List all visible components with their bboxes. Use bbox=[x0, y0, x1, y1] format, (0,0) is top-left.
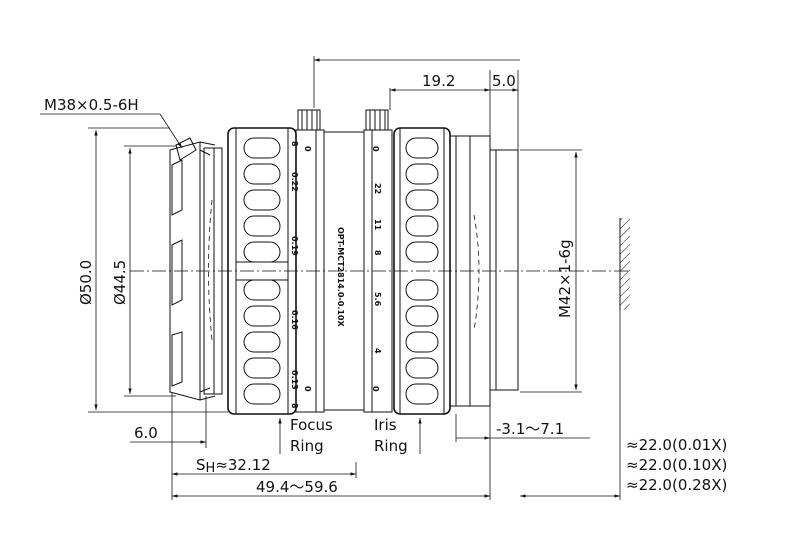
iris-mark-top: 0 bbox=[371, 146, 380, 152]
c-mount-thread bbox=[489, 149, 519, 391]
focus-ring-label-2: Ring bbox=[290, 437, 324, 455]
iris-ring-label-2: Ring bbox=[374, 437, 408, 455]
top-dimensions: 19.2 5.0 bbox=[313, 56, 520, 150]
dim-19-2: 19.2 bbox=[422, 72, 455, 90]
dia-44-5-label: Ø44.5 bbox=[111, 260, 129, 305]
thread-m38-label: M38×0.5-6H bbox=[44, 96, 139, 114]
focus-ring bbox=[227, 127, 297, 415]
thread-m42-label: M42×1-6g bbox=[556, 239, 574, 318]
dim-6-0: 6.0 bbox=[134, 424, 158, 442]
focus-scale-band: 8 0 0.22 0.19 0.16 0.13 0 8 bbox=[290, 109, 325, 413]
dim-length: 49.4～59.6 bbox=[256, 478, 338, 496]
lens-body: 8 0 0.22 0.19 0.16 0.13 0 8 OPT-MCT2814.… bbox=[169, 109, 519, 415]
iris-mark-bottom: 0 bbox=[371, 386, 380, 392]
iris-scale-band: 0 22 11 8 5.6 4 0 bbox=[363, 109, 393, 413]
working-distance-0-28x: ≈22.0(0.28X) bbox=[626, 476, 727, 494]
focus-scale-016: 0.16 bbox=[290, 310, 299, 330]
focus-mark-zero-top: 0 bbox=[303, 146, 312, 152]
focus-scale-013: 0.13 bbox=[290, 370, 299, 390]
dim-3-1: -3.1～7.1 bbox=[496, 420, 564, 438]
iris-scale-11: 11 bbox=[373, 219, 382, 231]
focus-mark-top: 8 bbox=[290, 141, 299, 147]
sensor-surface bbox=[619, 218, 630, 310]
focus-mark-bottom: 8 bbox=[290, 403, 299, 409]
iris-scale-4: 4 bbox=[373, 348, 382, 354]
bottom-dimensions: 6.0 -3.1～7.1 SH≈32.12 49.4～59.6 bbox=[130, 310, 621, 500]
iris-scale-22: 22 bbox=[373, 183, 382, 194]
iris-scale-8: 8 bbox=[373, 250, 382, 256]
focus-scale-019: 0.19 bbox=[290, 236, 299, 256]
front-filter-section bbox=[169, 137, 223, 401]
working-distances: ≈22.0(0.01X) ≈22.0(0.10X) ≈22.0(0.28X) bbox=[626, 436, 727, 494]
ring-labels: Focus Ring Iris Ring bbox=[278, 416, 422, 455]
working-distance-0-01x: ≈22.0(0.01X) bbox=[626, 436, 727, 454]
focus-mark-zero-bottom: 0 bbox=[303, 386, 312, 392]
iris-ring bbox=[393, 127, 451, 415]
focus-scale-022: 0.22 bbox=[290, 172, 299, 192]
iris-ring-label-1: Iris bbox=[374, 416, 397, 434]
iris-scale-5-6: 5.6 bbox=[373, 292, 382, 307]
dim-5-0: 5.0 bbox=[492, 72, 516, 90]
model-name: OPT-MCT2814.0-0.10X bbox=[336, 227, 345, 327]
left-dimensions: M38×0.5-6H Ø50.0 Ø44.5 bbox=[40, 96, 228, 413]
right-thread-dimension: M42×1-6g bbox=[520, 149, 582, 393]
dia-50-label: Ø50.0 bbox=[77, 260, 95, 305]
focus-ring-label-1: Focus bbox=[290, 416, 333, 434]
sh-label: SH≈32.12 bbox=[196, 456, 271, 476]
working-distance-0-10x: ≈22.0(0.10X) bbox=[626, 456, 727, 474]
